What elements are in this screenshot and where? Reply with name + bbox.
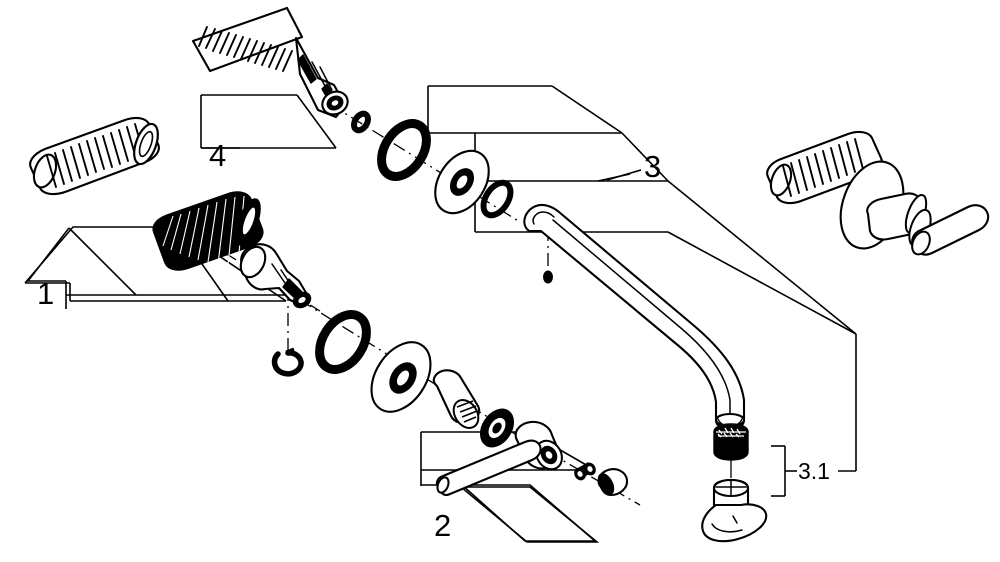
part-valve-spindle-adapter [239,243,312,309]
callout-label-1: 1 [37,276,54,311]
callout-label-3-1: 3.1 [798,458,830,484]
part-o-ring-tiny [351,110,371,134]
part-escutcheon-flange-upper [434,149,490,215]
callout-label-3: 3 [644,149,661,184]
callout-label-2: 2 [434,508,451,543]
part-threaded-inlet-sleeve-right [766,130,883,205]
part-o-ring-large-lower [315,310,371,374]
callout-leader-lines [24,85,857,543]
part-aerator-housing [701,478,768,543]
part-knurled-extension-sleeve [152,191,264,271]
spout-reference-dot [543,270,553,284]
part-o-ring-medium [480,179,514,219]
callout-labels: 1 2 3 3.1 4 [37,138,830,543]
part-cap-plug [597,468,629,497]
part-curved-spout [523,203,746,432]
part-o-ring-large-upper [377,119,431,181]
part-escutcheon-flange-lower [370,341,432,413]
part-retaining-clip [271,347,304,377]
part-grub-screw [574,462,596,481]
part-washer-small [479,408,515,448]
callout-label-4: 4 [209,138,226,173]
part-handle-pin [435,439,542,497]
part-aerator-mousseur [713,423,749,461]
part-threaded-inlet-sleeve-1 [29,116,160,196]
part-knurled-bushing [432,369,481,429]
part-handle-lever-right [911,204,990,256]
part-threaded-cartridge-extension [191,6,349,119]
